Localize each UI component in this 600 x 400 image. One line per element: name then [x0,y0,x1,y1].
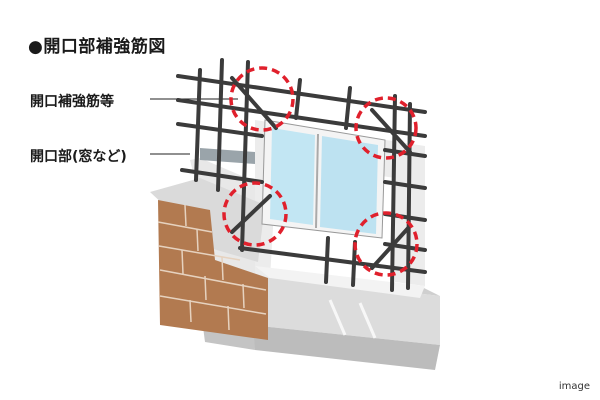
rebar-grid [176,58,427,292]
image-caption: image [558,381,590,392]
label-reinforcement-bars: 開口補強筋等 [30,94,114,110]
window-opening [200,119,386,239]
diagram-title: ●開口部補強筋図 [28,37,166,57]
reinforcement-highlight-circles [222,66,419,277]
label-opening-window: 開口部(窓など) [30,149,127,165]
dashed-red-circle-icon [354,96,418,160]
dashed-red-circle-icon [353,211,419,277]
brick-blocks [157,200,268,340]
dashed-red-circle-icon [222,181,288,247]
dashed-red-circle-icon [229,66,295,132]
